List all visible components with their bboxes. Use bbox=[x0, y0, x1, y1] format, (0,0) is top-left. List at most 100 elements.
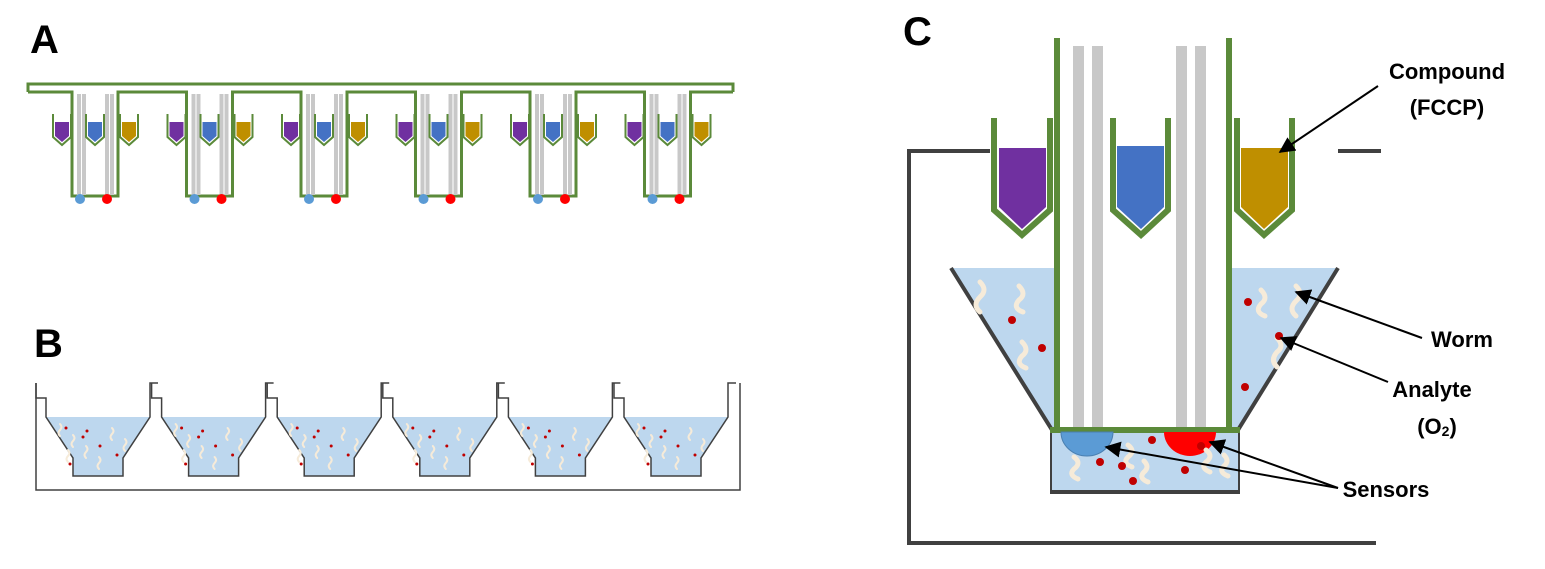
sensor-icon bbox=[304, 194, 314, 204]
analyte-dot-icon bbox=[214, 444, 218, 448]
worm-icon bbox=[314, 445, 320, 459]
fiber bbox=[677, 94, 682, 195]
injection-port-blue bbox=[88, 122, 102, 142]
worm-icon bbox=[571, 427, 577, 441]
worm-icon bbox=[687, 427, 693, 441]
probe-unit bbox=[510, 94, 597, 204]
compound-arrow bbox=[1278, 85, 1379, 153]
injection-port-purple-outline bbox=[52, 114, 72, 147]
analyte-dot-icon bbox=[64, 426, 68, 430]
microplate-well bbox=[382, 382, 505, 477]
fiber bbox=[568, 94, 572, 195]
fiber bbox=[105, 94, 109, 195]
sensor-icon bbox=[674, 194, 685, 204]
injection-port-gold-outline bbox=[348, 114, 368, 147]
analyte-dot-icon bbox=[1008, 316, 1016, 324]
analyte-sublabel: (O2) bbox=[1417, 414, 1457, 439]
injection-port-purple-outline bbox=[281, 114, 301, 147]
worm-icon bbox=[700, 438, 706, 452]
well-cone-wall bbox=[949, 266, 1340, 494]
injection-port-gold-outline bbox=[577, 114, 597, 147]
worm-icon bbox=[661, 445, 667, 459]
analyte-dot-icon bbox=[659, 435, 663, 439]
fiber bbox=[649, 94, 654, 195]
injection-port-gold bbox=[465, 122, 480, 142]
worm-icon bbox=[1139, 458, 1151, 485]
analyte-dot-icon bbox=[693, 453, 697, 457]
injection-port-gold bbox=[694, 122, 709, 142]
injection-port-blue-outline bbox=[314, 114, 334, 147]
analyte-dot-icon bbox=[428, 435, 432, 439]
analyte-dot-icon bbox=[295, 426, 299, 430]
worm-icon bbox=[96, 456, 102, 470]
worm-icon bbox=[519, 423, 525, 437]
worm-label: Worm bbox=[1431, 327, 1493, 352]
probe-unit bbox=[52, 94, 139, 204]
worm-icon bbox=[545, 445, 551, 459]
worm-icon bbox=[584, 438, 590, 452]
sensor-icon bbox=[75, 194, 85, 204]
well-wall bbox=[266, 382, 390, 477]
cartridge-lid bbox=[26, 82, 735, 92]
analyte-dot-icon bbox=[663, 429, 667, 433]
injection-port-purple bbox=[55, 122, 69, 142]
sensors-label: Sensors bbox=[1343, 477, 1430, 502]
worm-icon bbox=[973, 279, 987, 315]
analyte-dot-icon bbox=[676, 444, 680, 448]
analyte-dot-icon bbox=[560, 444, 564, 448]
microplate-well bbox=[150, 382, 274, 477]
worm-icon bbox=[648, 434, 654, 448]
well-medium bbox=[508, 417, 613, 476]
well-medium bbox=[392, 417, 497, 476]
worm-icon bbox=[1016, 339, 1029, 371]
worm-icon bbox=[404, 423, 410, 437]
worm-icon bbox=[122, 438, 128, 452]
fiber bbox=[420, 94, 425, 195]
analyte-dot-icon bbox=[231, 453, 235, 457]
worm-icon bbox=[296, 449, 302, 463]
analyte-dot-icon bbox=[115, 453, 119, 457]
panel-label-b: B bbox=[34, 322, 63, 366]
worm-icon bbox=[340, 427, 346, 441]
worm-icon bbox=[212, 456, 218, 470]
sensor-icon bbox=[560, 194, 570, 204]
microplate-well bbox=[35, 382, 158, 477]
analyte-dot-icon bbox=[1241, 383, 1249, 391]
panel-label-c: C bbox=[903, 10, 932, 54]
panel-a-sensor-cartridge bbox=[26, 82, 735, 204]
worm-icon bbox=[674, 456, 680, 470]
analyte-dot-icon bbox=[1148, 436, 1156, 444]
probe-unit bbox=[395, 94, 483, 204]
well-medium bbox=[46, 417, 150, 476]
worm-icon bbox=[181, 449, 187, 463]
panel-b-microplate bbox=[35, 382, 741, 491]
fiber bbox=[448, 94, 453, 195]
well-medium bbox=[161, 417, 266, 476]
analyte-dot-icon bbox=[1244, 298, 1252, 306]
worm-icon bbox=[225, 427, 231, 441]
sensor-icon bbox=[418, 194, 429, 204]
injection-port-blue bbox=[546, 122, 560, 142]
injection-port-blue bbox=[431, 122, 446, 142]
worm-icon bbox=[1255, 287, 1268, 319]
worm-icon bbox=[527, 449, 533, 463]
worm-icon bbox=[1219, 452, 1231, 479]
fiber bbox=[196, 94, 201, 195]
sensor-icon bbox=[647, 194, 658, 204]
analyte-dot-icon bbox=[316, 429, 320, 433]
worm-icon bbox=[1069, 454, 1081, 482]
fiber bbox=[191, 94, 196, 195]
injection-port-purple bbox=[627, 122, 642, 142]
fiber bbox=[540, 94, 544, 195]
probe-unit bbox=[281, 94, 368, 204]
injection-port-blue bbox=[1110, 118, 1171, 240]
well-wall bbox=[497, 382, 621, 477]
injection-port-gold bbox=[236, 122, 251, 142]
worm-icon bbox=[1123, 442, 1135, 470]
analyte-dot-icon bbox=[197, 435, 201, 439]
worm-icon bbox=[635, 423, 641, 437]
injection-port-purple-outline bbox=[395, 114, 416, 147]
injection-port-gold-outline bbox=[233, 114, 254, 147]
compound-label: Compound bbox=[1389, 59, 1505, 84]
injection-port-gold-outline bbox=[691, 114, 712, 147]
